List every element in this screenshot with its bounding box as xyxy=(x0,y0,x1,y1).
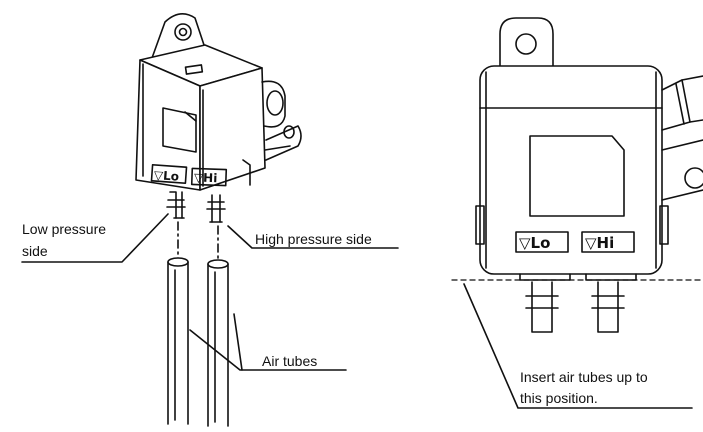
insert-instruction-1: Insert air tubes up to xyxy=(520,369,648,385)
left-port-lo-label: ▽Lo xyxy=(153,168,179,184)
low-pressure-leader xyxy=(21,213,169,263)
left-sensor-body xyxy=(135,13,302,223)
low-pressure-label-2: side xyxy=(22,243,48,259)
insert-instruction-2: this position. xyxy=(520,390,598,406)
high-pressure-leader xyxy=(227,225,399,249)
low-pressure-label-1: Low pressure xyxy=(22,221,106,237)
insertion-leader xyxy=(463,283,693,409)
air-tubes xyxy=(167,257,229,427)
right-sensor-body xyxy=(475,17,703,333)
right-port-hi-label: ▽Hi xyxy=(585,234,614,252)
air-tubes-leader-2 xyxy=(233,313,243,371)
air-tubes-label: Air tubes xyxy=(262,353,317,369)
air-tubes-leader-1 xyxy=(189,329,347,371)
left-port-hi-label: ▽Hi xyxy=(194,170,218,185)
right-port-lo-label: ▽Lo xyxy=(519,234,550,252)
high-pressure-label: High pressure side xyxy=(255,231,372,247)
